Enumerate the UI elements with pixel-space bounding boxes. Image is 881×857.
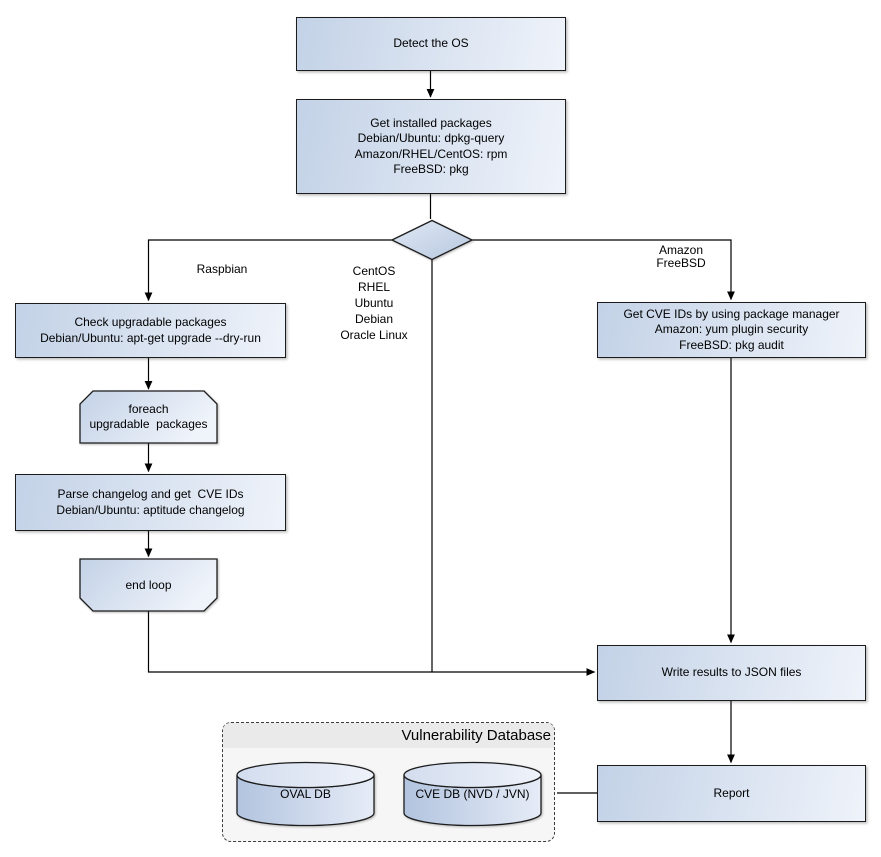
connector-decision-to-getcve	[472, 239, 735, 301]
cve-db-label: CVE DB (NVD / JVN)	[415, 786, 530, 801]
cve-db-cylinder-top	[403, 761, 542, 789]
oval-db-label: OVAL DB	[280, 786, 331, 801]
vulnerability-database-header: Vulnerability Database	[223, 723, 554, 748]
node-parse-changelog: Parse changelog and get CVE IDs Debian/U…	[15, 474, 286, 531]
loop-end-shape	[79, 558, 218, 612]
loop-end-label: end loop	[125, 577, 172, 592]
loop-start-label: foreach upgradable packages	[89, 402, 208, 431]
node-get-installed-packages: Get installed packages Debian/Ubuntu: dp…	[296, 99, 566, 194]
vulnerability-database-title: Vulnerability Database	[401, 727, 551, 744]
node-check-upgradable-packages: Check upgradable packages Debian/Ubuntu:…	[15, 303, 286, 358]
connector-endloop-to-write	[147, 611, 596, 676]
branch-label-os-list: CentOS RHEL Ubuntu Debian Oracle Linux	[340, 264, 408, 342]
branch-label-amazon-freebsd: Amazon FreeBSD	[656, 243, 706, 270]
loop-start-shape	[79, 390, 218, 444]
node-get-cve-ids: Get CVE IDs by using package manager Ama…	[597, 302, 866, 358]
oval-db-cylinder-top	[236, 761, 375, 789]
node-write-results-json: Write results to JSON files	[597, 645, 866, 701]
connector-decision-to-check	[144, 239, 392, 302]
node-report: Report	[597, 765, 866, 822]
branch-label-raspbian: Raspbian	[196, 262, 248, 276]
decision-diamond	[390, 219, 474, 261]
node-detect-os: Detect the OS	[296, 17, 566, 71]
